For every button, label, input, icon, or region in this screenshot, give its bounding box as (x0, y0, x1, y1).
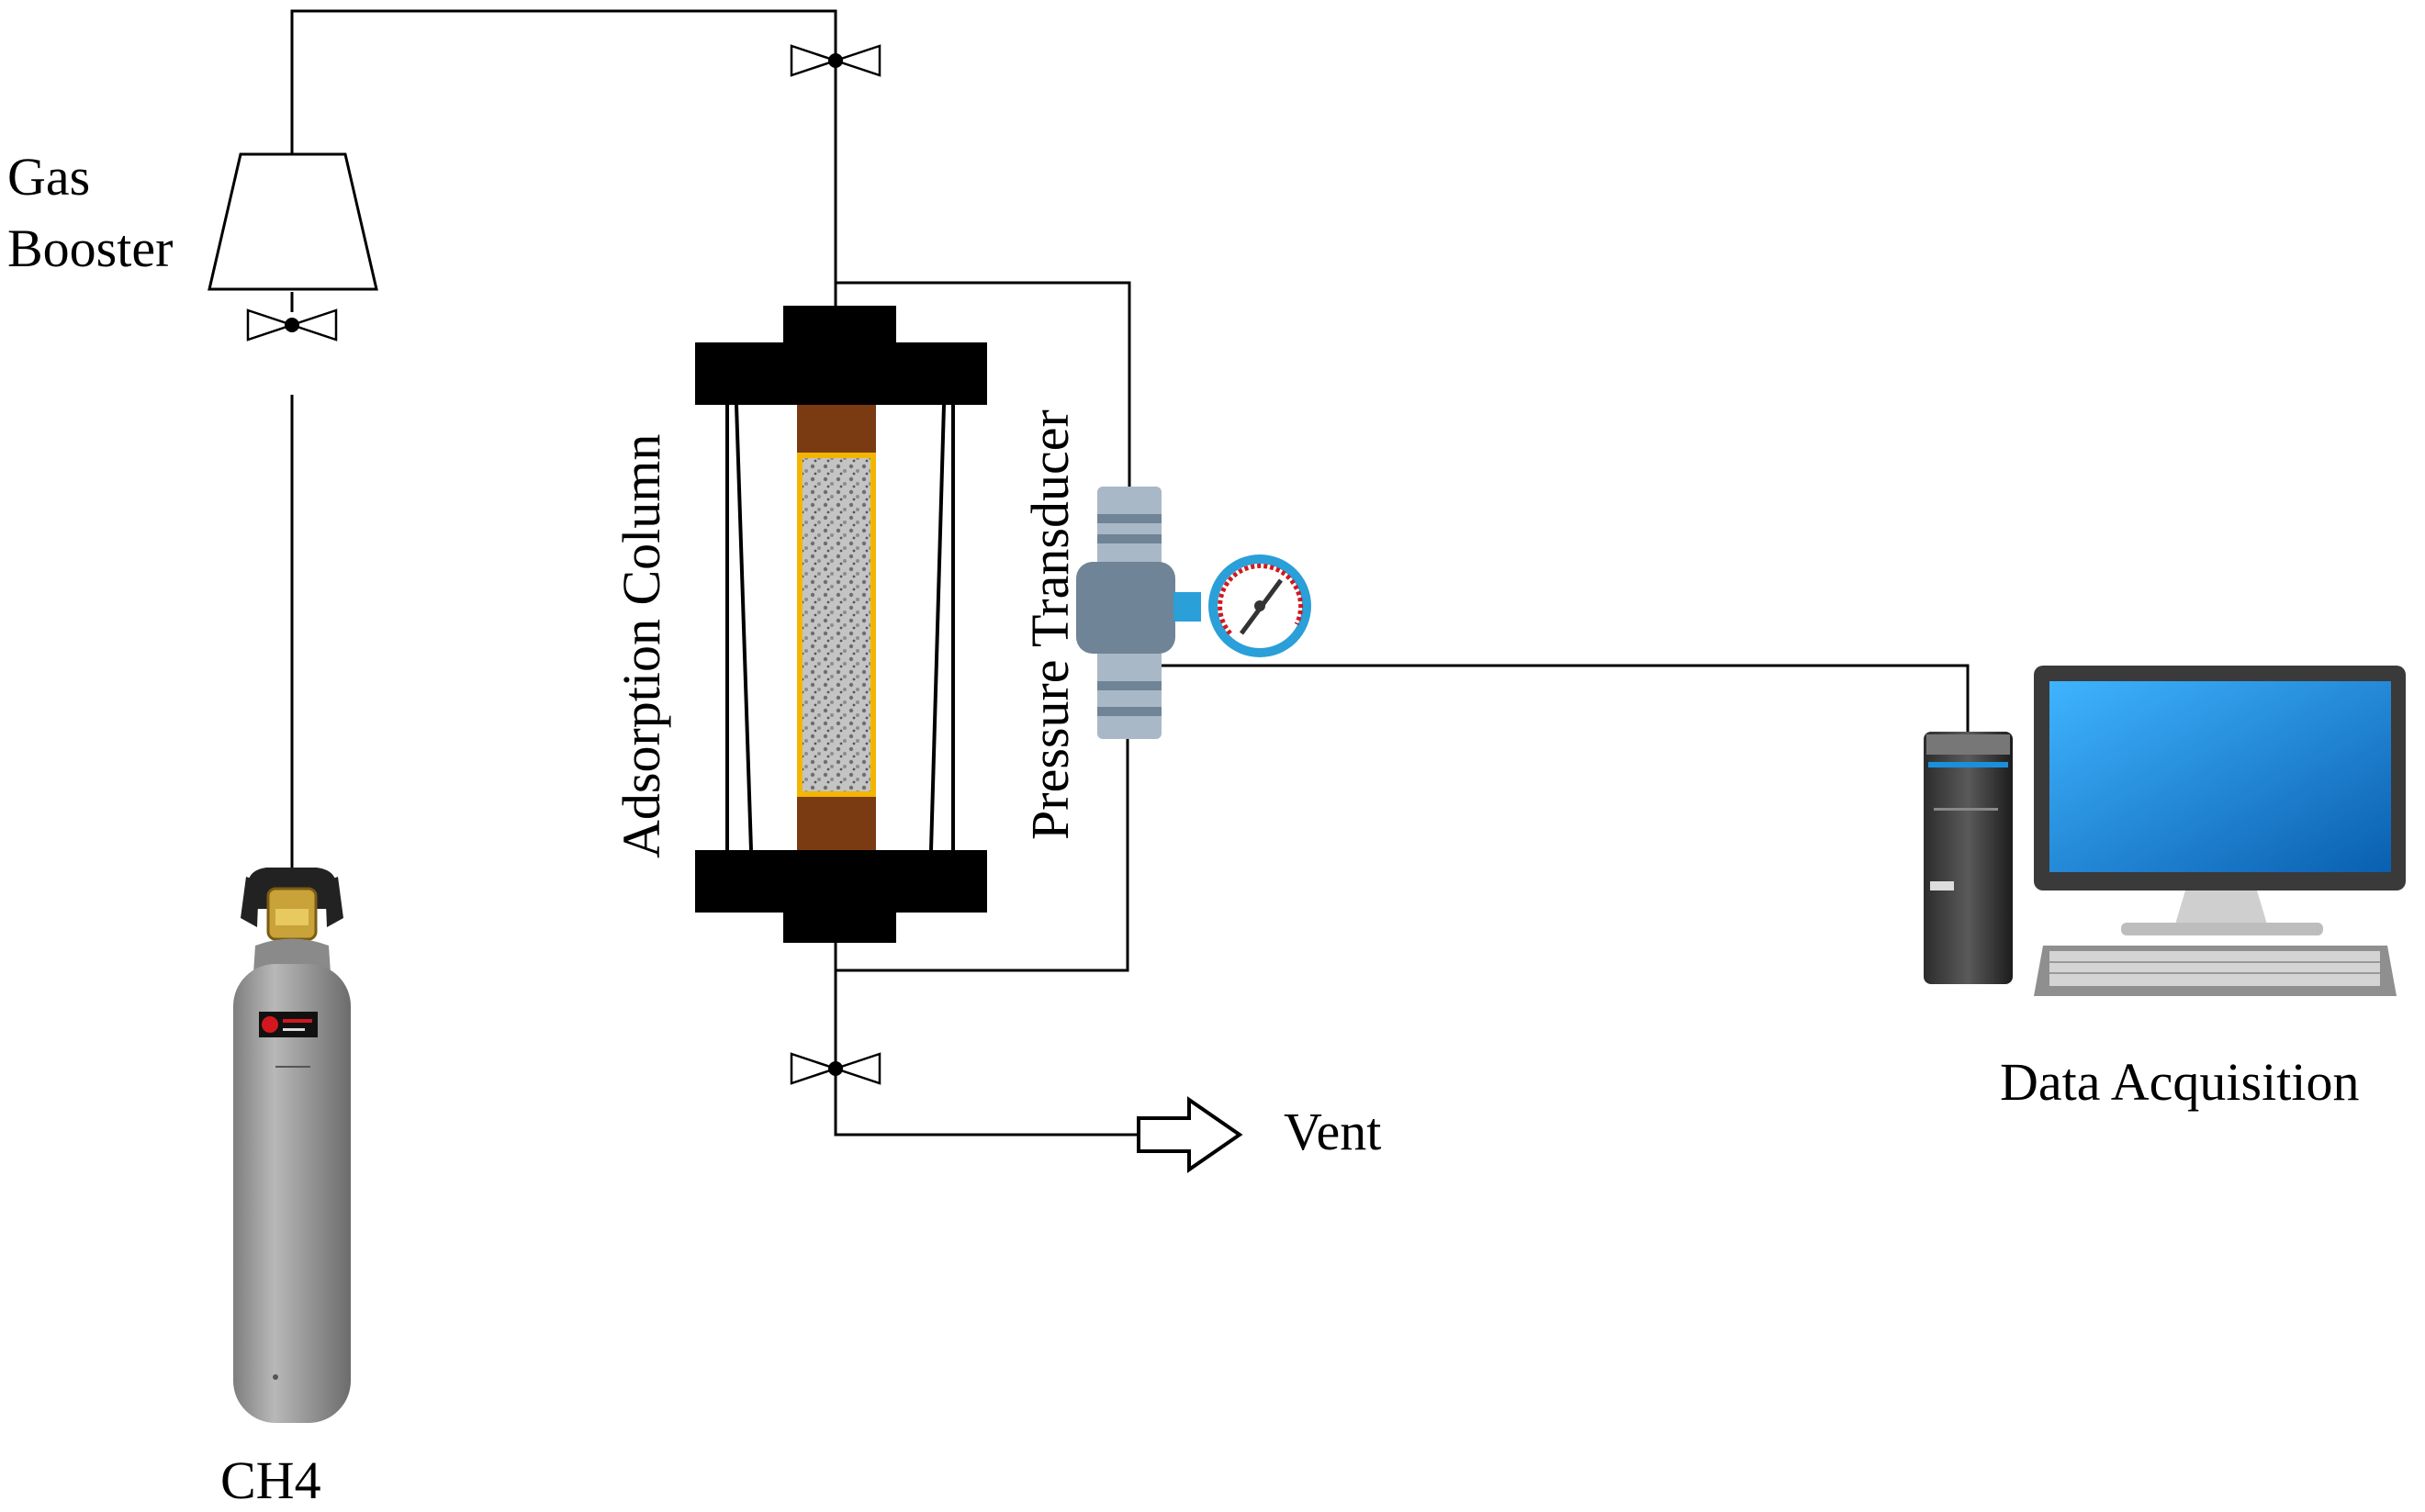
valve-icon[interactable] (246, 308, 338, 342)
adsorption-column-icon (695, 306, 987, 943)
adsorption-column-label: Adsorption Column (612, 433, 671, 858)
gas-booster-icon (208, 152, 378, 291)
data-acquisition-label: Data Acquisition (2000, 1052, 2360, 1112)
ch4-label: CH4 (220, 1450, 321, 1510)
pressure-transducer-label: Pressure Transducer (1020, 409, 1080, 840)
pressure-gauge-icon (1076, 487, 1311, 739)
vent-arrow-icon (1137, 1096, 1243, 1173)
gas-cylinder-icon (233, 868, 351, 1423)
vent-label: Vent (1284, 1102, 1382, 1161)
gas-booster-label-line1: Gas (7, 147, 91, 207)
piping (290, 9, 1970, 1137)
valve-icon[interactable] (790, 1052, 881, 1085)
valve-icon[interactable] (790, 44, 881, 77)
gas-booster-label-line2: Booster (7, 218, 174, 278)
computer-icon (1924, 666, 2406, 996)
